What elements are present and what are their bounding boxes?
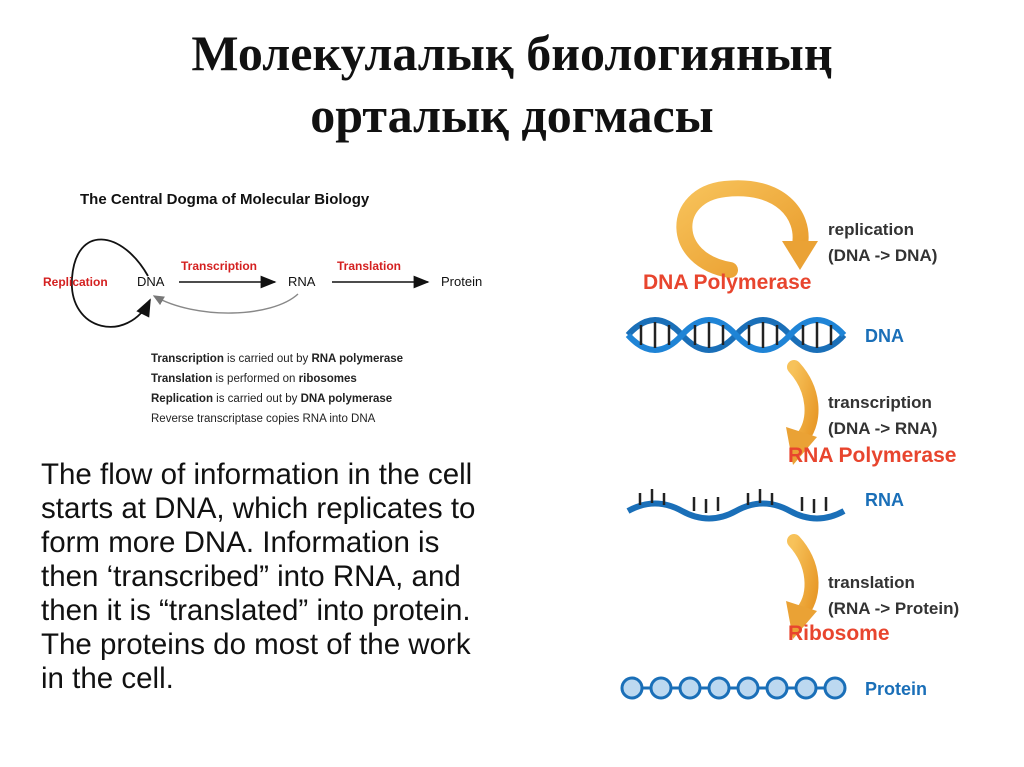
dna-polymerase-label: DNA Polymerase xyxy=(643,271,811,294)
central-dogma-diagram: The Central Dogma of Molecular Biology R… xyxy=(36,182,516,432)
note-replication: Replication is carried out by DNA polyme… xyxy=(151,393,392,405)
rna-strand-icon xyxy=(628,489,844,519)
note-translation: Translation is performed on ribosomes xyxy=(151,373,357,385)
replication-loop-arrow xyxy=(684,188,800,270)
dogma-dna: DNA xyxy=(137,274,165,289)
dogma-rna: RNA xyxy=(288,274,316,289)
paragraph-line: The proteins do most of the work xyxy=(41,628,561,662)
paragraph-line: form more DNA. Information is xyxy=(41,526,561,560)
slide-title: Молекулалық биологияның орталық догмасы xyxy=(0,22,1024,146)
ribosome-label: Ribosome xyxy=(788,622,890,645)
translation-arrow xyxy=(794,541,812,611)
rna-label: RNA xyxy=(865,490,904,510)
protein-chain-icon xyxy=(622,678,845,698)
description-paragraph: The flow of information in the cell star… xyxy=(41,458,561,696)
translation-step: translation(RNA -> Protein) xyxy=(828,573,959,618)
rna-polymerase-label: RNA Polymerase xyxy=(788,444,956,467)
paragraph-line: then it is “translated” into protein. xyxy=(41,594,561,628)
protein-label: Protein xyxy=(865,679,927,699)
reverse-transcription-arrow xyxy=(154,294,298,313)
title-line-2: орталық догмасы xyxy=(0,84,1024,146)
paragraph-line: in the cell. xyxy=(41,662,561,696)
transcription-arrow xyxy=(794,367,812,437)
translation-label: Translation xyxy=(337,259,401,273)
dogma-heading: The Central Dogma of Molecular Biology xyxy=(80,191,370,208)
paragraph-line: The flow of information in the cell xyxy=(41,458,561,492)
replication-loop-arrowhead xyxy=(782,241,818,270)
note-transcription: Transcription is carried out by RNA poly… xyxy=(151,353,403,365)
information-flow-diagram: replication(DNA -> DNA) DNA Polymerase D… xyxy=(610,175,1010,715)
replication-step: replication(DNA -> DNA) xyxy=(828,220,937,265)
dna-helix-icon xyxy=(628,320,844,350)
replication-label: Replication xyxy=(43,275,108,289)
note-reverse-transcriptase: Reverse transcriptase copies RNA into DN… xyxy=(151,413,376,425)
dogma-protein: Protein xyxy=(441,274,482,289)
dna-label: DNA xyxy=(865,326,904,346)
transcription-label: Transcription xyxy=(181,259,257,273)
transcription-step: transcription(DNA -> RNA) xyxy=(828,393,937,438)
title-line-1: Молекулалық биологияның xyxy=(0,22,1024,84)
paragraph-line: starts at DNA, which replicates to xyxy=(41,492,561,526)
paragraph-line: then ‘transcribed” into RNA, and xyxy=(41,560,561,594)
